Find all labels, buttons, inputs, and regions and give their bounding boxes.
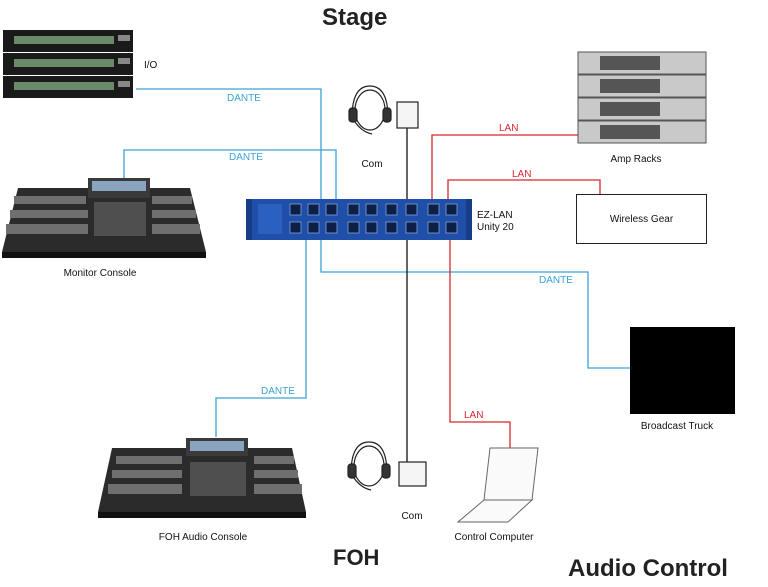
foh-console-icon — [98, 438, 306, 518]
zone-title-audio-control: Audio Control — [568, 555, 728, 582]
com-bottom-label: Com — [401, 511, 423, 522]
lan-line-wireless — [447, 179, 601, 200]
ezlan-label: EZ-LAN Unity 20 — [477, 210, 514, 234]
headset-top-icon — [348, 85, 419, 135]
wireless-gear-label: Wireless Gear — [609, 213, 674, 225]
wireless-gear-box: Wireless Gear — [576, 194, 707, 244]
amp-racks-label: Amp Racks — [610, 154, 662, 165]
foh-audio-console-label: FOH Audio Console — [158, 532, 248, 543]
lan-label-computer: LAN — [464, 410, 484, 421]
ezlan-label-line2: Unity 20 — [477, 222, 514, 233]
io-label: I/O — [144, 60, 158, 71]
broadcast-truck-label: Broadcast Truck — [640, 421, 714, 432]
laptop-icon — [456, 447, 539, 523]
control-computer-label: Control Computer — [454, 532, 534, 543]
amp-racks-icon — [577, 51, 707, 144]
ezlan-label-line1: EZ-LAN — [477, 210, 513, 221]
dante-label-foh: DANTE — [261, 386, 295, 397]
dante-label-io: DANTE — [227, 93, 261, 104]
dante-line-foh — [215, 240, 307, 437]
zone-title-stage: Stage — [322, 4, 388, 31]
dante-line-broadcast — [320, 240, 630, 369]
dante-lines — [123, 88, 630, 437]
broadcast-truck-block — [630, 327, 735, 414]
lan-line-amp — [431, 134, 578, 200]
headset-bottom-icon — [347, 441, 427, 491]
lan-label-wireless: LAN — [512, 169, 532, 180]
lan-line-computer — [449, 240, 511, 448]
io-rack-icon — [3, 30, 133, 98]
monitor-console-icon — [2, 178, 206, 258]
ezlan-switch-icon — [246, 199, 472, 240]
com-top-label: Com — [361, 159, 383, 170]
monitor-console-label: Monitor Console — [63, 268, 137, 279]
lan-lines — [431, 134, 601, 448]
dante-label-broadcast: DANTE — [539, 275, 573, 286]
dante-line-monitor — [123, 149, 337, 200]
dante-line-io — [136, 88, 322, 200]
zone-title-foh: FOH — [333, 545, 380, 570]
lan-label-amp: LAN — [499, 123, 519, 134]
dante-label-monitor: DANTE — [229, 152, 263, 163]
